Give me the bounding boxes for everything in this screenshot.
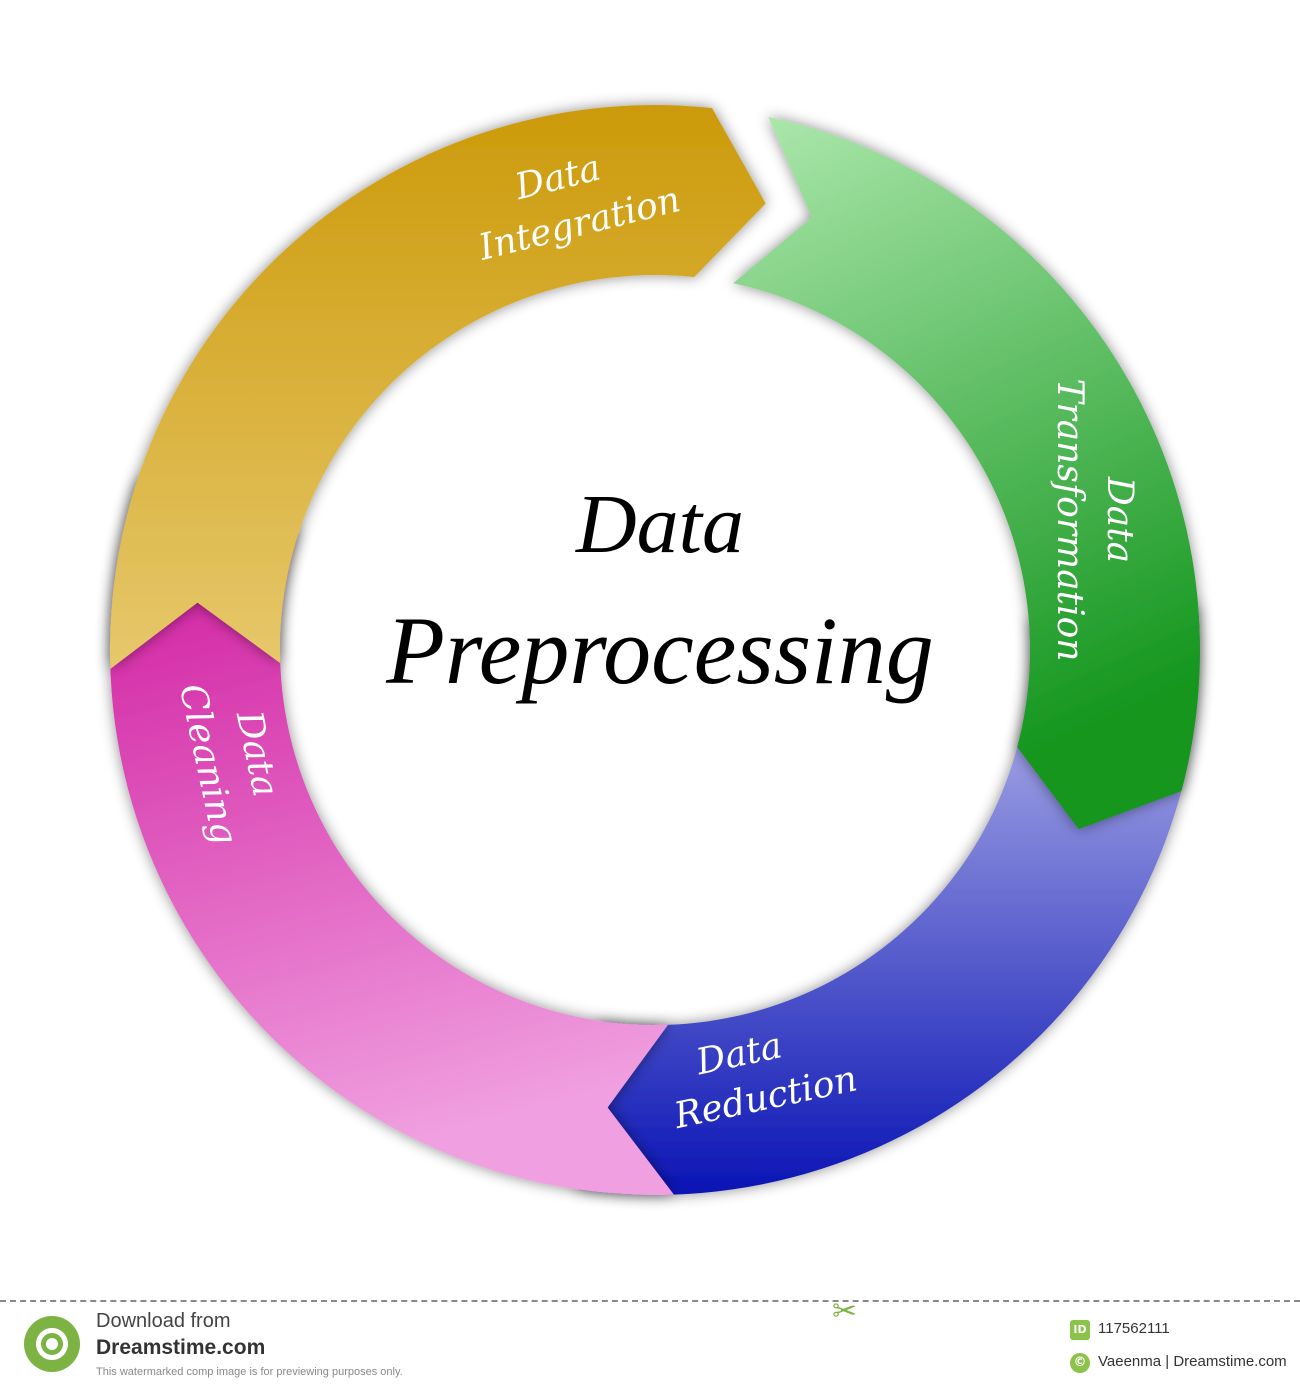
id-icon: ID [1070, 1320, 1090, 1340]
copyright-icon: © [1070, 1353, 1090, 1373]
footer-divider [0, 1300, 1300, 1302]
segment-data-transformation [733, 116, 1200, 830]
dreamstime-logo-ring [36, 1328, 68, 1360]
dreamstime-logo-center [46, 1338, 58, 1350]
label-data-transformation: Data Transformation [1049, 379, 1140, 662]
center-title-line1: Data [575, 478, 744, 571]
watermark-footer: Download from Dreamstime.com This waterm… [0, 1294, 1300, 1390]
scissors-icon: ✂ [832, 1294, 858, 1329]
center-title-line2: Preprocessing [385, 597, 933, 704]
download-from-text: Download from [96, 1310, 231, 1332]
svg-text:Transformation: Transformation [1049, 379, 1090, 662]
author-credit: Vaeenma | Dreamstime.com [1098, 1353, 1287, 1370]
svg-text:Data: Data [1099, 476, 1140, 563]
watermark-disclaimer: This watermarked comp image is for previ… [96, 1366, 403, 1378]
segment-data-integration [109, 105, 766, 669]
dreamstime-link[interactable]: Dreamstime.com [96, 1336, 266, 1359]
dreamstime-logo-icon [24, 1316, 80, 1372]
image-id: 117562111 [1098, 1320, 1170, 1337]
